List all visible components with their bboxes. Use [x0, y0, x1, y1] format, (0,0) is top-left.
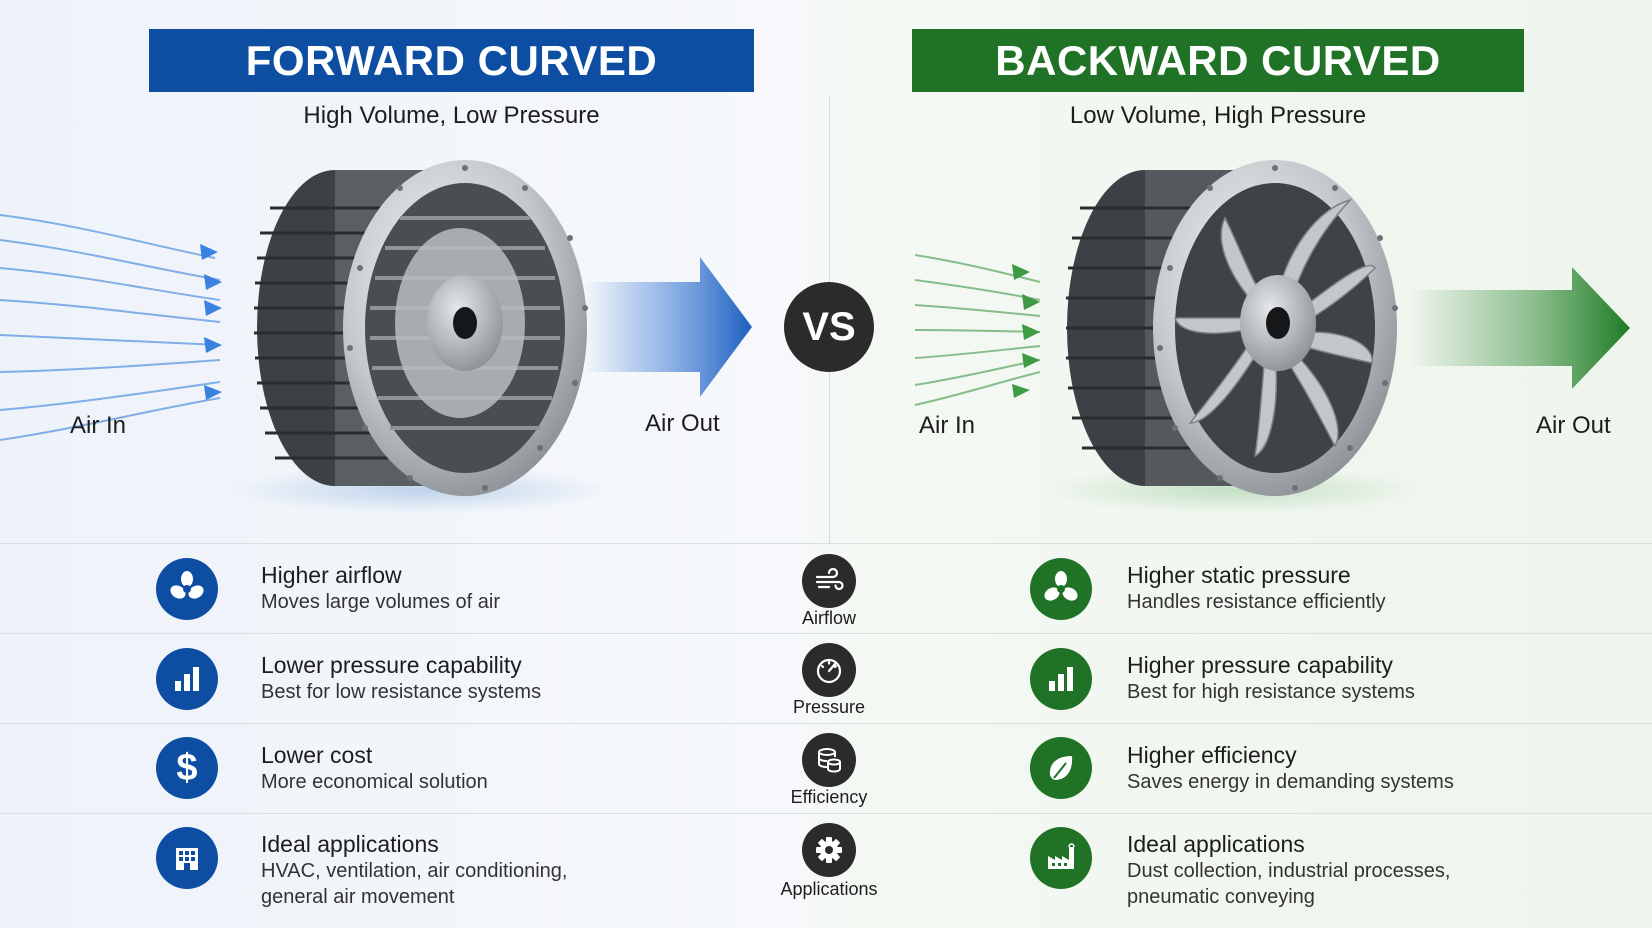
- backward-feature-3: Higher efficiency Saves energy in demand…: [1127, 741, 1454, 795]
- comparison-header: FORWARD CURVED BACKWARD CURVED High Volu…: [0, 29, 1630, 543]
- forward-curved-fan: [230, 160, 610, 514]
- bar-chart-icon: [156, 648, 218, 710]
- leaf-icon: [1030, 737, 1092, 799]
- backward-curved-banner: BACKWARD CURVED: [912, 29, 1524, 92]
- forward-air-out-arrow: [585, 257, 752, 397]
- feature-title: Higher airflow: [261, 562, 402, 588]
- forward-air-in-streamlines: [0, 214, 221, 441]
- feature-description: Saves energy in demanding systems: [1127, 771, 1454, 793]
- backward-curved-fan: [1040, 160, 1420, 514]
- feature-description-line-2: pneumatic conveying: [1127, 886, 1315, 908]
- feature-title: Higher efficiency: [1127, 742, 1297, 768]
- feature-description: HVAC, ventilation, air conditioning,: [261, 860, 568, 882]
- category-label: Applications: [780, 879, 878, 899]
- row-divider: [0, 813, 1652, 814]
- backward-air-in-streamlines: [914, 254, 1041, 406]
- feature-title: Ideal applications: [261, 831, 439, 857]
- comparison-table: Higher airflow Moves large volumes of ai…: [0, 543, 1652, 928]
- backward-feature-4: Ideal applications Dust collection, indu…: [1127, 830, 1450, 910]
- feature-description: Handles resistance efficiently: [1127, 591, 1386, 613]
- forward-curved-banner: FORWARD CURVED: [149, 29, 754, 92]
- forward-feature-4: Ideal applications HVAC, ventilation, ai…: [261, 830, 567, 910]
- dollar-icon: $: [156, 737, 218, 799]
- forward-feature-2: Lower pressure capability Best for low r…: [261, 651, 541, 705]
- feature-title: Higher pressure capability: [1127, 652, 1393, 678]
- feature-description: Moves large volumes of air: [261, 591, 500, 613]
- category-label: Efficiency: [790, 787, 868, 807]
- row-airflow: Higher airflow Moves large volumes of ai…: [0, 543, 1652, 633]
- feature-description-line-2: general air movement: [261, 886, 455, 908]
- bar-chart-icon: [1030, 648, 1092, 710]
- forward-air-in-label: Air In: [70, 412, 127, 439]
- backward-air-in-label: Air In: [919, 412, 976, 439]
- feature-title: Ideal applications: [1127, 831, 1305, 857]
- feature-description: Best for high resistance systems: [1127, 681, 1415, 703]
- fan-icon: [1030, 558, 1092, 620]
- category-label: Pressure: [792, 697, 866, 717]
- gear-icon: [802, 823, 856, 877]
- row-efficiency: $ Lower cost More economical solution Ef…: [0, 723, 1652, 813]
- fan-icon: [156, 558, 218, 620]
- category-label: Airflow: [801, 608, 856, 628]
- factory-icon: [1030, 827, 1092, 889]
- forward-air-in-arrowheads: [200, 244, 222, 400]
- gauge-icon: [802, 643, 856, 697]
- coins-icon: [802, 733, 856, 787]
- feature-description: Best for low resistance systems: [261, 681, 542, 703]
- fan-illustrations: [0, 160, 1630, 514]
- building-icon: [156, 827, 218, 889]
- row-divider: [0, 723, 1652, 724]
- row-pressure: Lower pressure capability Best for low r…: [0, 633, 1652, 723]
- row-divider: [0, 543, 1652, 544]
- row-divider: [0, 633, 1652, 634]
- backward-feature-2: Higher pressure capability Best for high…: [1127, 651, 1415, 705]
- feature-description: Dust collection, industrial processes,: [1127, 860, 1451, 882]
- feature-title: Lower pressure capability: [261, 652, 522, 678]
- backward-air-out-label: Air Out: [1536, 412, 1611, 439]
- forward-feature-3: Lower cost More economical solution: [261, 741, 488, 795]
- backward-curved-subtitle: Low Volume, High Pressure: [1069, 102, 1367, 129]
- forward-feature-1: Higher airflow Moves large volumes of ai…: [261, 561, 500, 615]
- feature-title: Lower cost: [261, 742, 373, 768]
- vs-badge: VS: [784, 282, 874, 372]
- feature-description: More economical solution: [261, 771, 488, 793]
- feature-title: Higher static pressure: [1127, 562, 1351, 588]
- forward-air-out-label: Air Out: [645, 410, 720, 437]
- backward-feature-1: Higher static pressure Handles resistanc…: [1127, 561, 1386, 615]
- backward-air-in-arrowheads: [1012, 264, 1040, 398]
- backward-air-out-arrow: [1410, 267, 1630, 389]
- forward-curved-subtitle: High Volume, Low Pressure: [303, 102, 600, 129]
- wind-icon: [802, 554, 856, 608]
- row-applications: Ideal applications HVAC, ventilation, ai…: [0, 813, 1652, 928]
